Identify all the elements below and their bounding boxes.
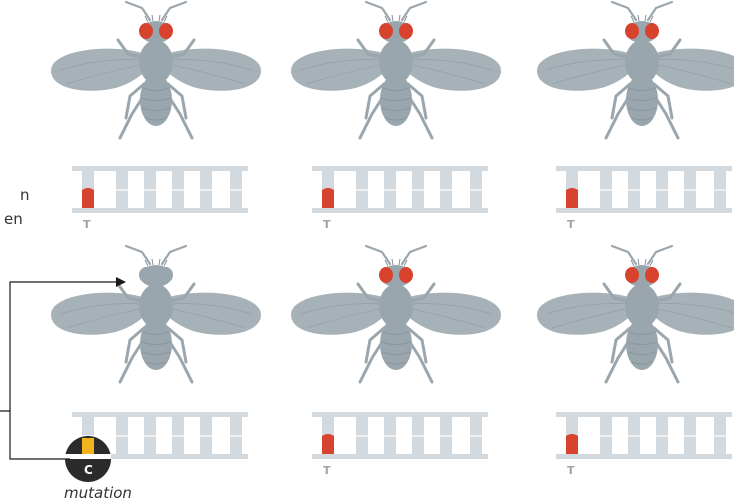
base-letter: T: [83, 218, 91, 231]
mutation-connector-line: [0, 411, 70, 459]
dna-base-highlight: [322, 188, 334, 208]
right-eye: [645, 23, 659, 39]
dna-top-rail: [312, 412, 488, 417]
dna-top-rail: [72, 412, 248, 417]
left-eye: [625, 23, 639, 39]
antennae: [612, 2, 672, 20]
cropped-text-fragment-2: en: [4, 212, 23, 227]
left-eye: [139, 23, 153, 39]
dna-strip: T: [312, 412, 488, 477]
base-letter: T: [323, 218, 331, 231]
mutated-base-letter: C: [84, 463, 93, 477]
base-letter: T: [323, 464, 331, 477]
left-eye: [139, 267, 153, 283]
dna-bottom-rail: [556, 454, 732, 459]
antennae: [126, 2, 186, 20]
dna-bottom-rail: [312, 454, 488, 459]
right-eye: [399, 23, 413, 39]
dna-bottom-rail: [72, 208, 248, 213]
antennae: [366, 246, 426, 264]
antennae: [126, 246, 186, 264]
right-eye: [645, 267, 659, 283]
fruit-fly: [537, 2, 734, 138]
dna-top-rail: [556, 166, 732, 171]
dna-base-highlight: [566, 188, 578, 208]
dna-bottom-rail: [312, 208, 488, 213]
dna-strip: C: [65, 412, 248, 482]
dna-base-highlight: [566, 434, 578, 454]
fruit-fly: [51, 246, 261, 382]
dna-bottom-rail: [556, 208, 732, 213]
antennae: [612, 246, 672, 264]
right-eye: [399, 267, 413, 283]
right-eye: [159, 23, 173, 39]
dna-base-highlight: [82, 188, 94, 208]
dna-strip: T: [556, 166, 732, 231]
mutation-base-highlight: [82, 438, 94, 456]
left-eye: [379, 23, 393, 39]
fruit-fly: [51, 2, 261, 138]
dna-top-rail: [312, 166, 488, 171]
base-letter: T: [567, 464, 575, 477]
antennae: [366, 2, 426, 20]
base-letter: T: [567, 218, 575, 231]
dna-base-highlight: [322, 434, 334, 454]
right-eye: [159, 267, 173, 283]
fruit-fly: [537, 246, 734, 382]
dna-top-rail: [72, 166, 248, 171]
dna-strip: T: [72, 166, 248, 231]
mutation-rail-segment: [65, 454, 111, 459]
fruit-fly: [291, 246, 501, 382]
left-eye: [625, 267, 639, 283]
dna-top-rail: [556, 412, 732, 417]
cropped-text-fragment-1: n: [20, 188, 30, 203]
left-eye: [379, 267, 393, 283]
dna-strip: T: [556, 412, 732, 477]
fruit-fly: [291, 2, 501, 138]
dna-strip: T: [312, 166, 488, 231]
mutation-caption: mutation: [64, 484, 132, 502]
